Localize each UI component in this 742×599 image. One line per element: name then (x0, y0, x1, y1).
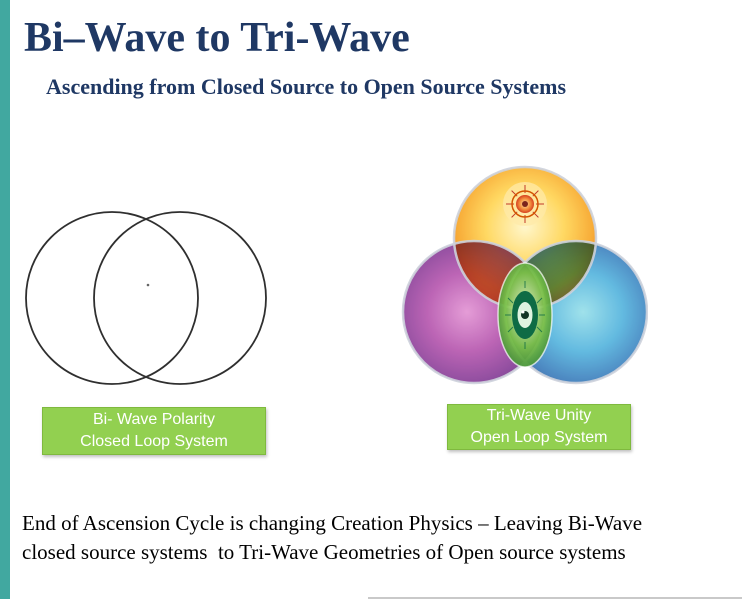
bottom-border (368, 597, 742, 599)
tri-wave-diagram (401, 165, 648, 385)
bi-wave-circle-right (93, 211, 267, 385)
bi-wave-venn-diagram (25, 211, 267, 385)
tri-wave-label-line1: Tri-Wave Unity (486, 407, 592, 425)
footer-text: End of Ascension Cycle is changing Creat… (22, 509, 730, 567)
bi-wave-circle-left (25, 211, 199, 385)
accent-bar (0, 0, 10, 599)
bi-wave-label-line1: Bi- Wave Polarity (92, 411, 216, 429)
center-eye-mandala-icon (497, 262, 553, 368)
bi-wave-label-line2: Closed Loop System (80, 433, 228, 450)
tri-wave-label: Tri-Wave Unity Open Loop System (447, 404, 631, 450)
page-title: Bi–Wave to Tri-Wave (24, 15, 410, 61)
sun-mandala-icon (503, 182, 547, 226)
footer-line2: closed source systems to Tri-Wave Geomet… (22, 540, 626, 564)
footer-line1: End of Ascension Cycle is changing Creat… (22, 511, 643, 535)
tri-wave-label-line2: Open Loop System (470, 429, 608, 446)
page-subtitle: Ascending from Closed Source to Open Sou… (46, 74, 567, 99)
center-dot (146, 283, 150, 287)
bi-wave-label: Bi- Wave Polarity Closed Loop System (42, 407, 266, 455)
